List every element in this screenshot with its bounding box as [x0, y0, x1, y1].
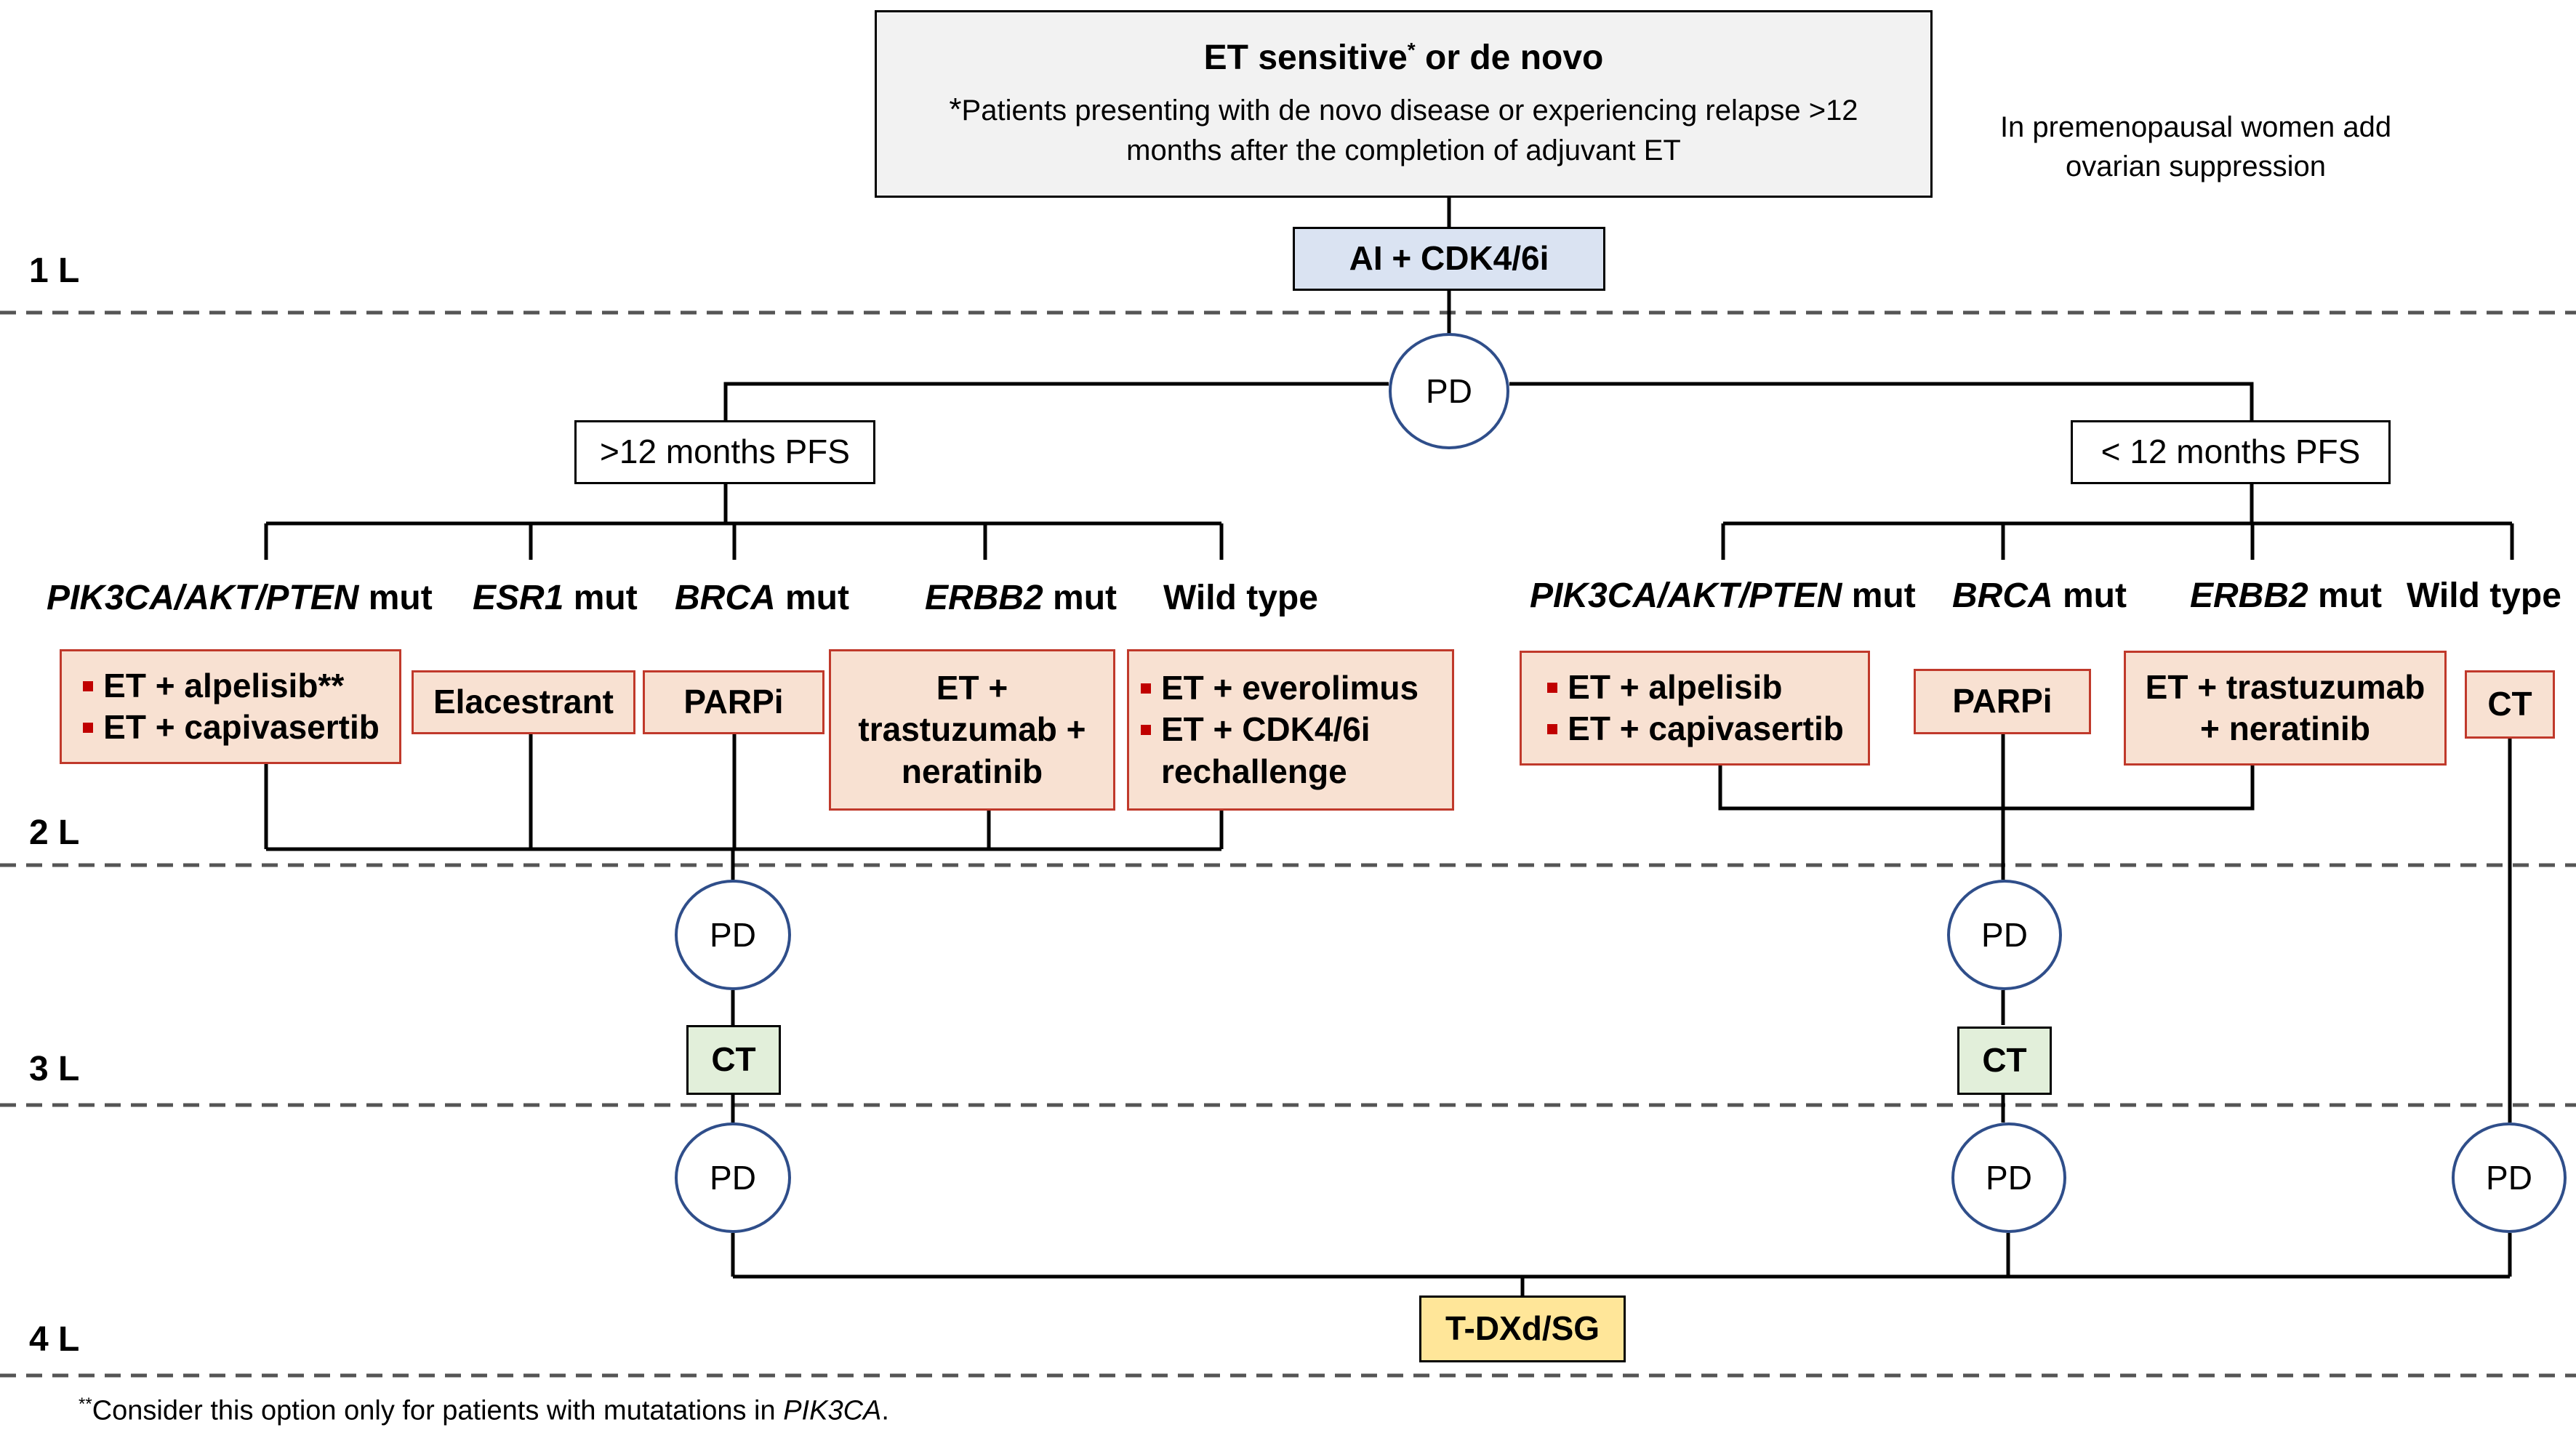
- left-label-esr1: ESR1 mut: [473, 579, 638, 617]
- footnote: **Consider this option only for patients…: [79, 1394, 889, 1426]
- third-line-left: CT: [686, 1025, 781, 1095]
- left-treatment-erbb2: ET + trastuzumab + neratinib: [829, 649, 1115, 811]
- line-label-2: 2 L: [29, 814, 80, 852]
- option-cdk-rechallenge: ET + CDK4/6i rechallenge: [1139, 709, 1430, 792]
- right-treatment-wild: CT: [2465, 670, 2555, 739]
- option-capivasertib-right: ET + capivasertib: [1546, 708, 1844, 750]
- third-line-right: CT: [1957, 1027, 2052, 1095]
- pd-node-wild-3l: PD: [2452, 1122, 2567, 1233]
- pd-node-right-3l: PD: [1951, 1122, 2066, 1233]
- pd-node-left-2l: PD: [675, 880, 791, 990]
- right-label-erbb2: ERBB2 mut: [2190, 577, 2383, 615]
- right-treatment-pik3ca: ET + alpelisib ET + capivasertib: [1520, 651, 1870, 766]
- header-title: ET sensitive* or de novo: [1203, 38, 1604, 77]
- left-label-pik3ca: PIK3CA/AKT/PTEN mut: [47, 579, 433, 617]
- left-wild-options: ET + everolimus ET + CDK4/6i rechallenge: [1139, 667, 1430, 793]
- right-treatment-erbb2: ET + trastuzumab + neratinib: [2124, 651, 2447, 766]
- pd-node-right-2l: PD: [1947, 880, 2062, 990]
- left-label-erbb2: ERBB2 mut: [925, 579, 1118, 617]
- option-alpelisib-right: ET + alpelisib: [1546, 667, 1844, 709]
- option-alpelisib: ET + alpelisib**: [81, 665, 380, 707]
- left-pik3ca-options: ET + alpelisib** ET + capivasertib: [81, 665, 380, 749]
- line-label-3: 3 L: [29, 1050, 80, 1088]
- first-line-box: AI + CDK4/6i: [1293, 227, 1605, 291]
- pd-node-left-3l: PD: [675, 1122, 791, 1233]
- left-treatment-esr1: Elacestrant: [412, 670, 635, 734]
- branch-right-box: < 12 months PFS: [2071, 420, 2391, 484]
- left-treatment-wild: ET + everolimus ET + CDK4/6i rechallenge: [1127, 649, 1454, 811]
- left-treatment-brca: PARPi: [643, 670, 824, 734]
- left-treatment-pik3ca: ET + alpelisib** ET + capivasertib: [60, 649, 401, 764]
- pd-node-1l: PD: [1389, 333, 1509, 449]
- right-label-wild: Wild type: [2407, 577, 2561, 615]
- option-everolimus: ET + everolimus: [1139, 667, 1430, 710]
- side-note: In premenopausal women add ovarian suppr…: [1999, 111, 2392, 182]
- left-label-wild: Wild type: [1163, 579, 1318, 617]
- right-label-pik3ca: PIK3CA/AKT/PTEN mut: [1530, 577, 1916, 615]
- right-label-brca: BRCA mut: [1952, 577, 2127, 615]
- header-box: ET sensitive* or de novo *Patients prese…: [875, 10, 1933, 198]
- header-subtitle: *Patients presenting with de novo diseas…: [949, 91, 1858, 167]
- option-capivasertib: ET + capivasertib: [81, 707, 380, 749]
- fourth-line-box: T-DXd/SG: [1419, 1296, 1626, 1362]
- line-label-1: 1 L: [29, 252, 80, 290]
- left-label-brca: BRCA mut: [675, 579, 849, 617]
- right-pik3ca-options: ET + alpelisib ET + capivasertib: [1546, 667, 1844, 750]
- branch-left-box: >12 months PFS: [574, 420, 875, 484]
- line-label-4: 4 L: [29, 1320, 80, 1359]
- right-treatment-brca: PARPi: [1914, 669, 2091, 734]
